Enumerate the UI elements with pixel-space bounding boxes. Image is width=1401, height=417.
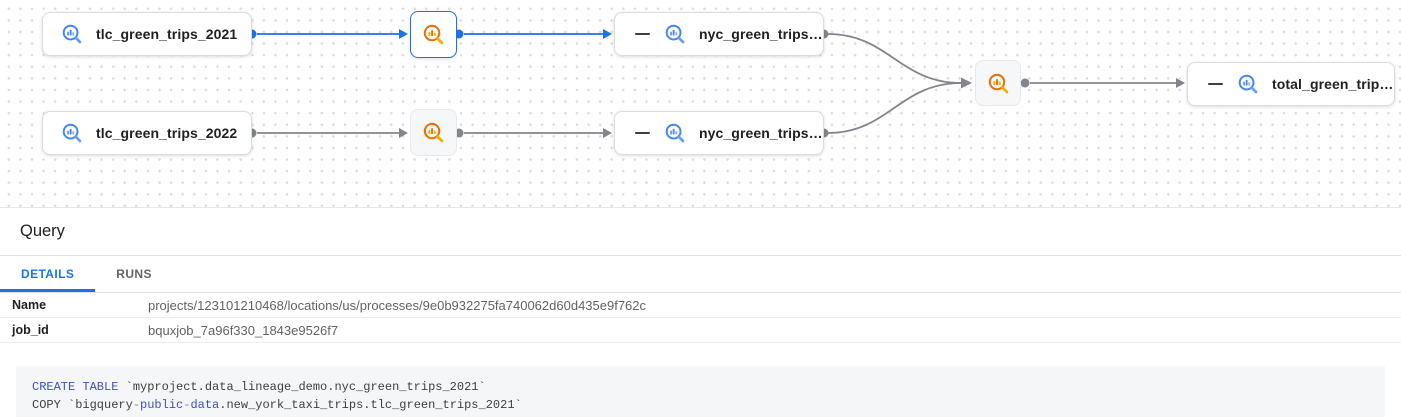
sql-keyword: CREATE TABLE bbox=[32, 380, 119, 394]
node-nyc-green-trips-2021[interactable]: nyc_green_trips… bbox=[614, 12, 824, 56]
sql-keyword: public bbox=[140, 398, 184, 412]
bigquery-table-icon bbox=[62, 24, 82, 44]
detail-value: bquxjob_7a96f330_1843e9526f7 bbox=[148, 322, 339, 338]
collapse-minus-icon[interactable] bbox=[1208, 82, 1223, 86]
detail-row-job-id: job_id bquxjob_7a96f330_1843e9526f7 bbox=[0, 318, 1401, 343]
arrowhead-icon bbox=[399, 128, 408, 138]
node-label: nyc_green_trips… bbox=[699, 26, 823, 42]
process-node-2022[interactable] bbox=[410, 109, 457, 156]
sql-keyword: data bbox=[190, 398, 220, 412]
tab-details[interactable]: DETAILS bbox=[0, 256, 96, 292]
node-tlc-green-trips-2022[interactable]: tlc_green_trips_2022 bbox=[42, 111, 252, 155]
sql-text: .new_york_taxi_trips.tlc_green_trips_202… bbox=[219, 398, 522, 412]
sql-operator: - bbox=[183, 398, 191, 412]
node-label: tlc_green_trips_2021 bbox=[96, 26, 238, 42]
tab-runs[interactable]: RUNS bbox=[116, 267, 152, 281]
node-label: tlc_green_trips_2022 bbox=[96, 125, 238, 141]
sql-line-1: CREATE TABLE `myproject.data_lineage_dem… bbox=[32, 378, 1369, 396]
node-total-green-trips[interactable]: total_green_trip… bbox=[1187, 62, 1395, 106]
arrowhead-icon bbox=[961, 77, 972, 89]
details-panel: Query DETAILS RUNS Name projects/1231012… bbox=[0, 208, 1401, 417]
bigquery-table-icon bbox=[665, 24, 685, 44]
sql-text: `myproject.data_lineage_demo.nyc_green_t… bbox=[118, 380, 486, 394]
node-tlc-green-trips-2021[interactable]: tlc_green_trips_2021 bbox=[42, 12, 252, 56]
tab-bar: DETAILS RUNS bbox=[0, 256, 1401, 293]
arrowhead-icon bbox=[603, 29, 612, 39]
bigquery-table-icon bbox=[62, 123, 82, 143]
detail-key: job_id bbox=[12, 323, 49, 337]
port-dot bbox=[1020, 78, 1030, 88]
sql-line-2: COPY `bigquery-public-data.new_york_taxi… bbox=[32, 396, 1369, 414]
edge-nyc2021-union bbox=[827, 33, 962, 84]
process-node-2021[interactable] bbox=[410, 11, 457, 58]
process-query-icon bbox=[423, 122, 444, 143]
node-nyc-green-trips-2022[interactable]: nyc_green_trips… bbox=[614, 111, 824, 155]
bigquery-table-icon bbox=[1238, 74, 1258, 94]
detail-key: Name bbox=[12, 298, 47, 312]
process-query-icon bbox=[423, 24, 444, 45]
collapse-minus-icon[interactable] bbox=[635, 32, 650, 36]
detail-row-name: Name projects/123101210468/locations/us/… bbox=[0, 293, 1401, 318]
sql-operator: - bbox=[132, 398, 141, 412]
bigquery-table-icon bbox=[665, 123, 685, 143]
node-label: total_green_trip… bbox=[1272, 76, 1394, 92]
collapse-minus-icon[interactable] bbox=[635, 131, 650, 135]
edge-nyc2022-union bbox=[827, 82, 962, 134]
sql-code-block: CREATE TABLE `myproject.data_lineage_dem… bbox=[16, 366, 1385, 417]
arrowhead-icon bbox=[1176, 78, 1185, 88]
node-label: nyc_green_trips… bbox=[699, 125, 823, 141]
arrowhead-icon bbox=[603, 128, 612, 138]
panel-title: Query bbox=[20, 222, 65, 240]
lineage-graph-canvas[interactable]: tlc_green_trips_2021 nyc_green_trips… tl… bbox=[0, 0, 1401, 208]
panel-header: Query bbox=[0, 208, 1401, 256]
arrowhead-icon bbox=[399, 29, 408, 39]
process-query-icon bbox=[987, 72, 1008, 93]
process-node-union[interactable] bbox=[975, 60, 1021, 106]
sql-text: COPY `bigquery bbox=[32, 398, 133, 412]
detail-value: projects/123101210468/locations/us/proce… bbox=[148, 297, 647, 313]
